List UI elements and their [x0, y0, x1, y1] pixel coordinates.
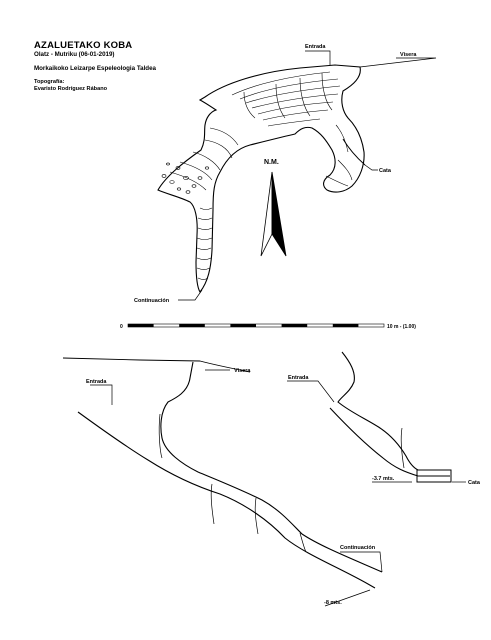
north-arrow-left-half — [260, 171, 273, 257]
section-label-cata: Cata — [468, 480, 481, 486]
section-label-entrada-right: Entrada — [288, 375, 309, 381]
plan-label-cata: Cata — [379, 168, 392, 174]
topography-label: Topografía: — [34, 79, 65, 85]
author-name: Evaristo Rodríguez Rábano — [34, 86, 108, 92]
north-arrow: N.M. — [260, 159, 287, 257]
section-leader-lines — [90, 369, 466, 607]
plan-leader-lines — [178, 50, 437, 301]
section-label-depth-2: -8 mts. — [324, 600, 342, 606]
section-label-continuacion: Continuación — [340, 545, 376, 551]
plan-label-continuacion: Continuación — [134, 298, 170, 304]
scale-start-label: 0 — [120, 324, 123, 330]
plan-boulders — [161, 162, 210, 194]
section-label-visera: Visera — [234, 368, 251, 374]
plan-cave-outline — [157, 64, 365, 293]
north-label: N.M. — [264, 159, 279, 166]
section-right-marker — [400, 427, 405, 469]
section-cave-ceiling — [160, 361, 383, 573]
section-cata-box — [416, 469, 452, 483]
club-name: Morkaikoko Leizarpe Espeleologia Taldea — [34, 65, 156, 72]
plan-view: Entrada Visera Cata Continuación N.M. 0 … — [120, 44, 437, 330]
location-date: Olatz - Mutriku (06-01-2019) — [34, 51, 115, 58]
section-label-depth-1: -3.7 mts. — [372, 476, 395, 482]
plan-cata-passage — [342, 138, 366, 166]
section-right-floor — [329, 407, 450, 477]
scale-bar: 0 10 m - (1.00) — [120, 323, 416, 330]
section-right-ceiling — [337, 351, 419, 471]
cave-name: AZALUETAKO KOBA — [34, 40, 133, 51]
title-block: AZALUETAKO KOBA Olatz - Mutriku (06-01-2… — [34, 40, 156, 93]
section-surface-line — [62, 357, 251, 373]
section-cave-floor — [77, 411, 376, 589]
scale-end-label: 10 m - (1.00) — [387, 324, 416, 330]
plan-contour-lines — [169, 71, 353, 280]
plan-label-entrada: Entrada — [305, 44, 326, 50]
north-arrow-right-half — [271, 171, 287, 257]
section-label-entrada-left: Entrada — [86, 379, 107, 385]
section-view: Visera Entrada Entrada Cata -3.7 mts. Co… — [62, 351, 481, 607]
plan-label-visera: Visera — [400, 52, 417, 58]
section-markers — [158, 413, 307, 553]
